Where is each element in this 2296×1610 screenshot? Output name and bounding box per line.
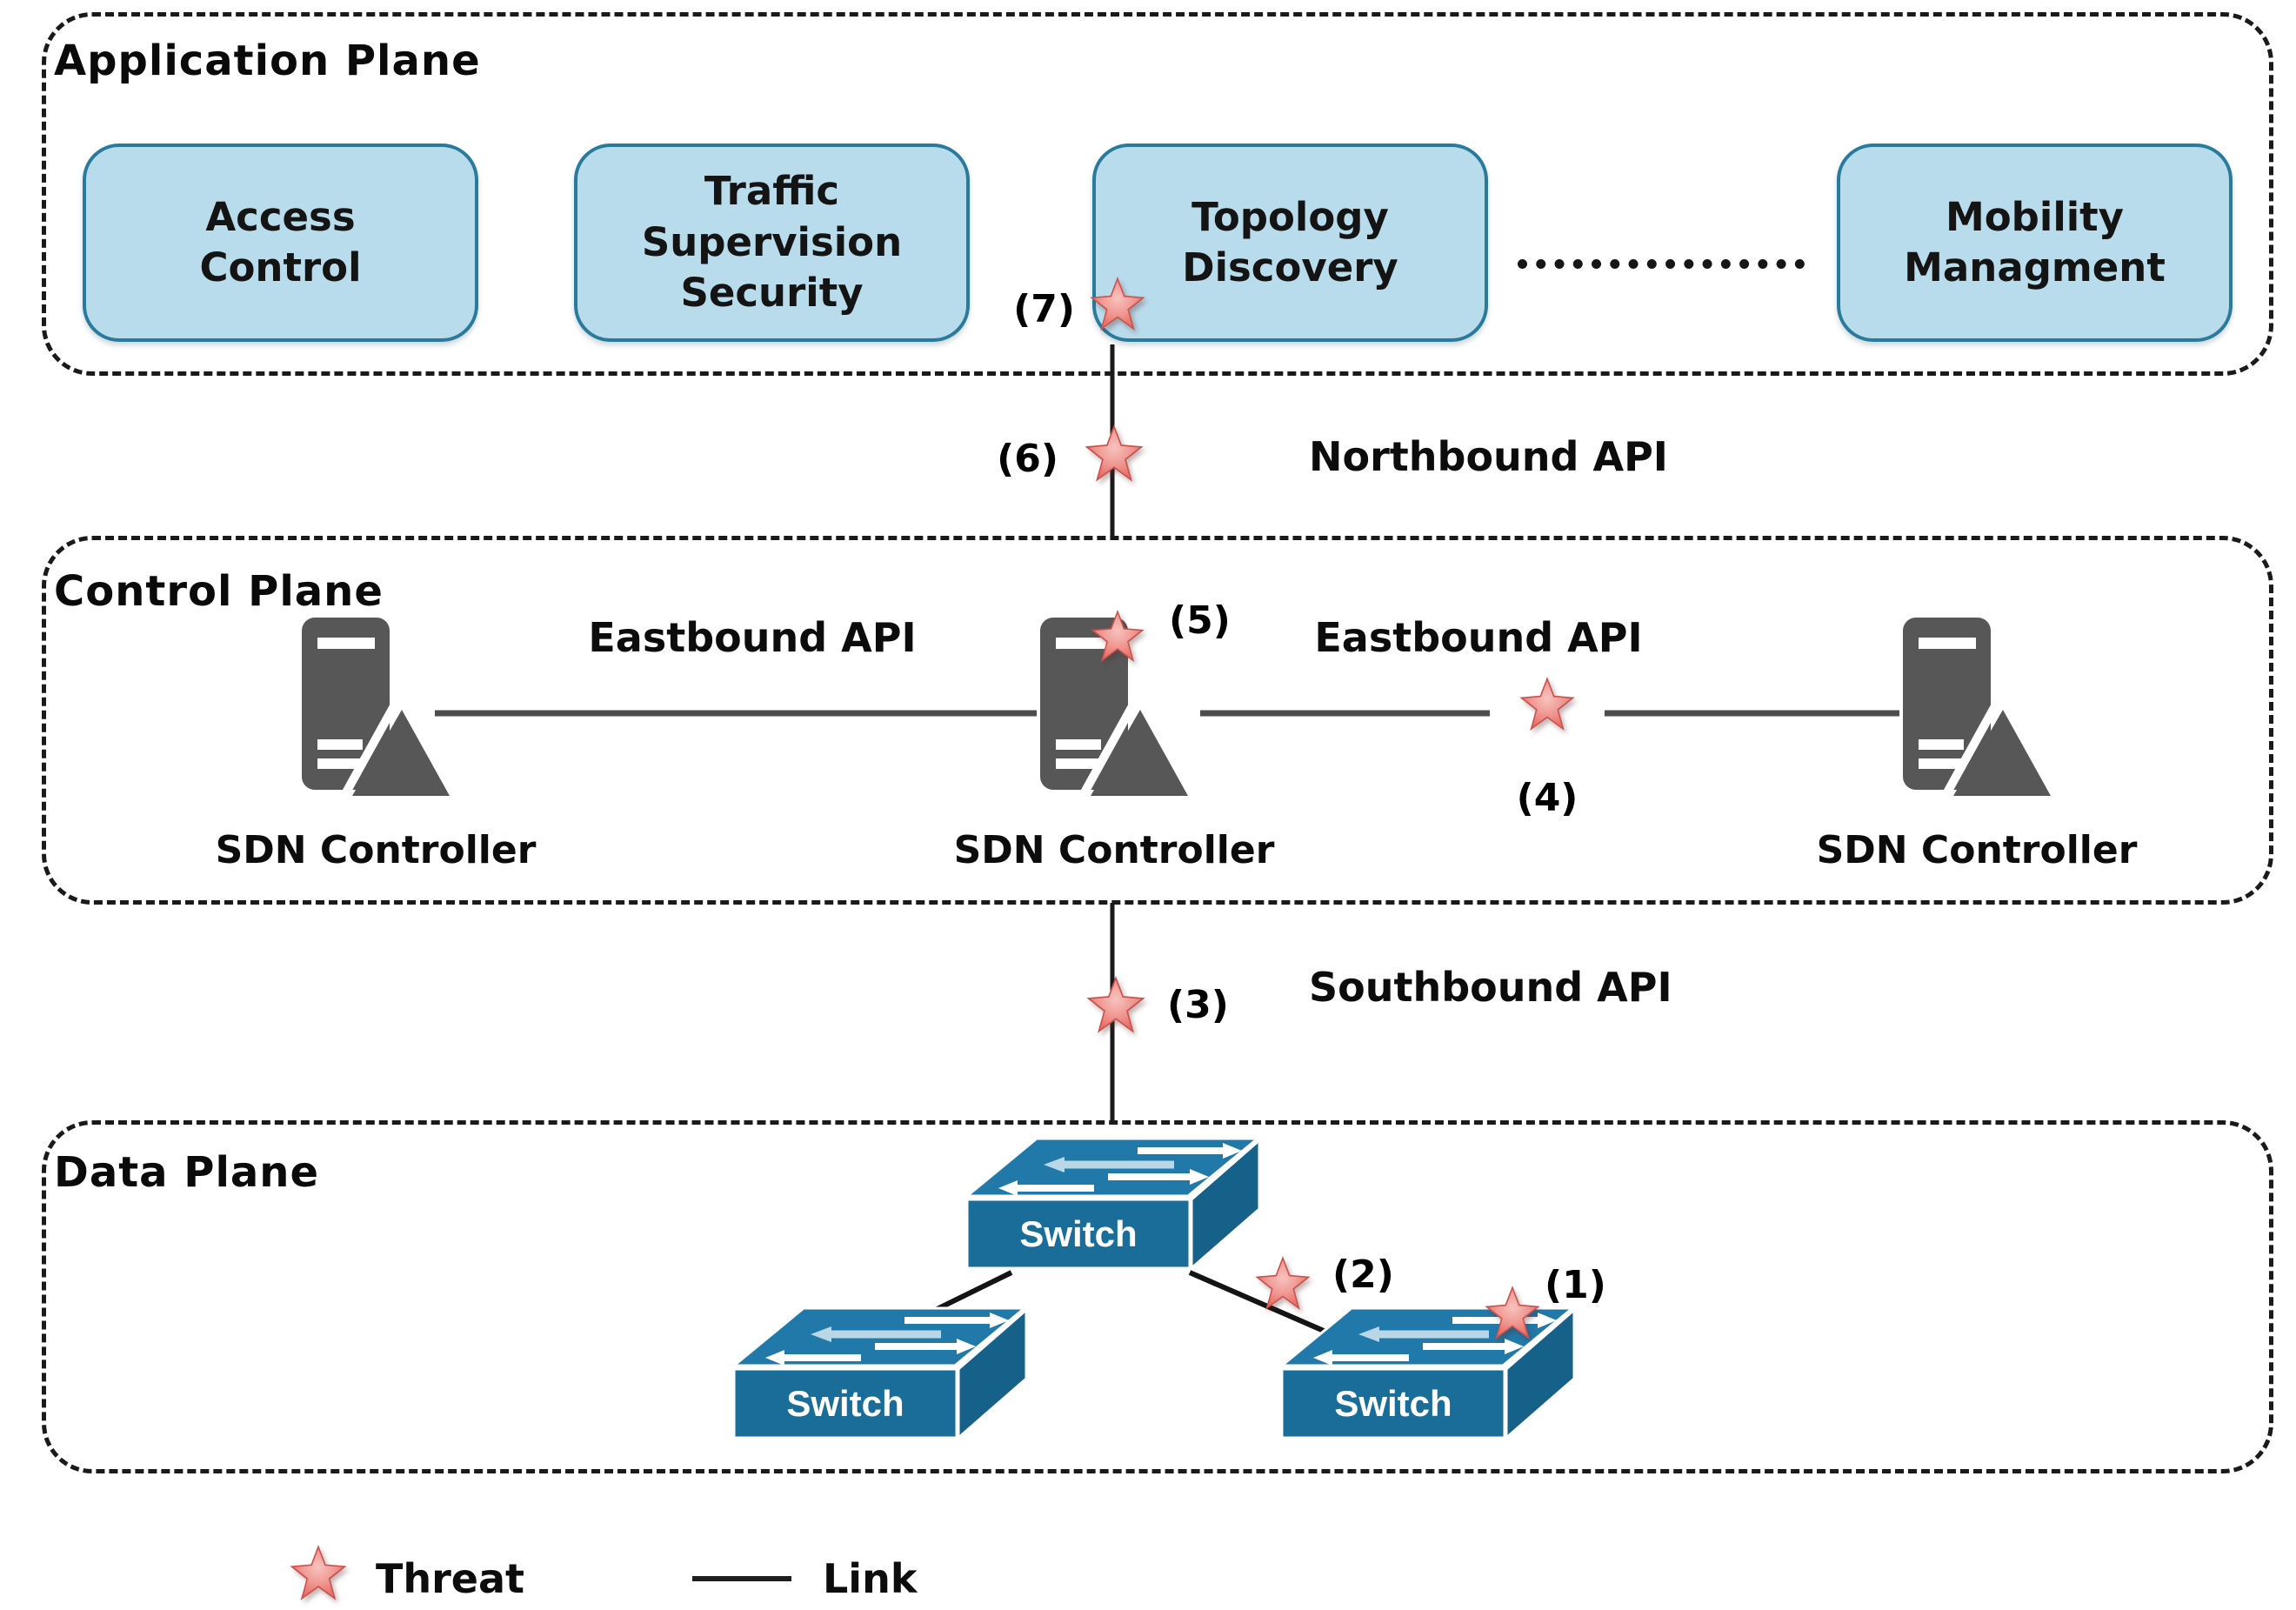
switch-icon-bottom-left: Switch — [730, 1305, 1029, 1441]
sdn-controller-label-middle: SDN Controller — [953, 828, 1275, 872]
data-plane — [42, 1120, 2273, 1473]
southbound-api-label: Southbound API — [1309, 964, 1672, 1011]
legend-link-label: Link — [823, 1555, 918, 1602]
application-plane — [42, 12, 2273, 376]
threat-star-5 — [1090, 610, 1145, 665]
control-plane — [42, 536, 2273, 905]
switch-label: Switch — [1019, 1213, 1137, 1254]
app-box-label: Mobility Managment — [1904, 193, 2166, 291]
data-plane-title: Data Plane — [54, 1148, 320, 1197]
legend-threat-label: Threat — [376, 1555, 525, 1602]
eastbound-api-label-right: Eastbound API — [1314, 614, 1643, 661]
app-box-traffic-supervision-security: Traffic Supervision Security — [574, 144, 970, 342]
threat-number-7: (7) — [1013, 287, 1075, 331]
threat-star-4 — [1518, 677, 1576, 734]
control-plane-title: Control Plane — [54, 567, 384, 616]
threat-number-5: (5) — [1169, 598, 1231, 643]
application-plane-title: Application Plane — [54, 37, 481, 85]
threat-star-2 — [1254, 1256, 1312, 1313]
more-apps-ellipsis — [1518, 259, 1805, 269]
sdn-controller-label-right: SDN Controller — [1816, 828, 2138, 872]
sdn-controller-icon-left — [302, 618, 450, 803]
northbound-api-label: Northbound API — [1309, 433, 1668, 480]
threat-star-1 — [1484, 1286, 1541, 1343]
threat-star-7 — [1089, 277, 1146, 334]
app-box-access-control: Access Control — [83, 144, 478, 342]
eastbound-api-label-left: Eastbound API — [588, 614, 917, 661]
threat-number-1: (1) — [1545, 1263, 1606, 1307]
threat-star-3 — [1085, 976, 1146, 1037]
legend-link-line — [692, 1576, 791, 1581]
threat-number-6: (6) — [997, 437, 1058, 481]
switch-label: Switch — [786, 1383, 904, 1424]
app-box-label: Traffic Supervision Security — [641, 168, 903, 317]
sdn-controller-label-left: SDN Controller — [215, 828, 537, 872]
threat-number-2: (2) — [1332, 1253, 1394, 1297]
switch-icon-top: Switch — [963, 1135, 1262, 1272]
legend-threat-star — [289, 1545, 348, 1604]
switch-label: Switch — [1334, 1383, 1452, 1424]
app-box-topology-discovery: Topology Discovery — [1092, 144, 1488, 342]
app-box-label: Access Control — [199, 193, 362, 291]
sdn-controller-icon-middle — [1040, 618, 1188, 803]
app-box-label: Topology Discovery — [1182, 193, 1398, 291]
app-box-mobility-management: Mobility Managment — [1837, 144, 2233, 342]
threat-star-6 — [1084, 424, 1145, 485]
switch-icon-bottom-right: Switch — [1278, 1305, 1577, 1441]
threat-number-4: (4) — [1516, 776, 1578, 820]
threat-number-3: (3) — [1167, 983, 1229, 1027]
sdn-controller-icon-right — [1903, 618, 2051, 803]
